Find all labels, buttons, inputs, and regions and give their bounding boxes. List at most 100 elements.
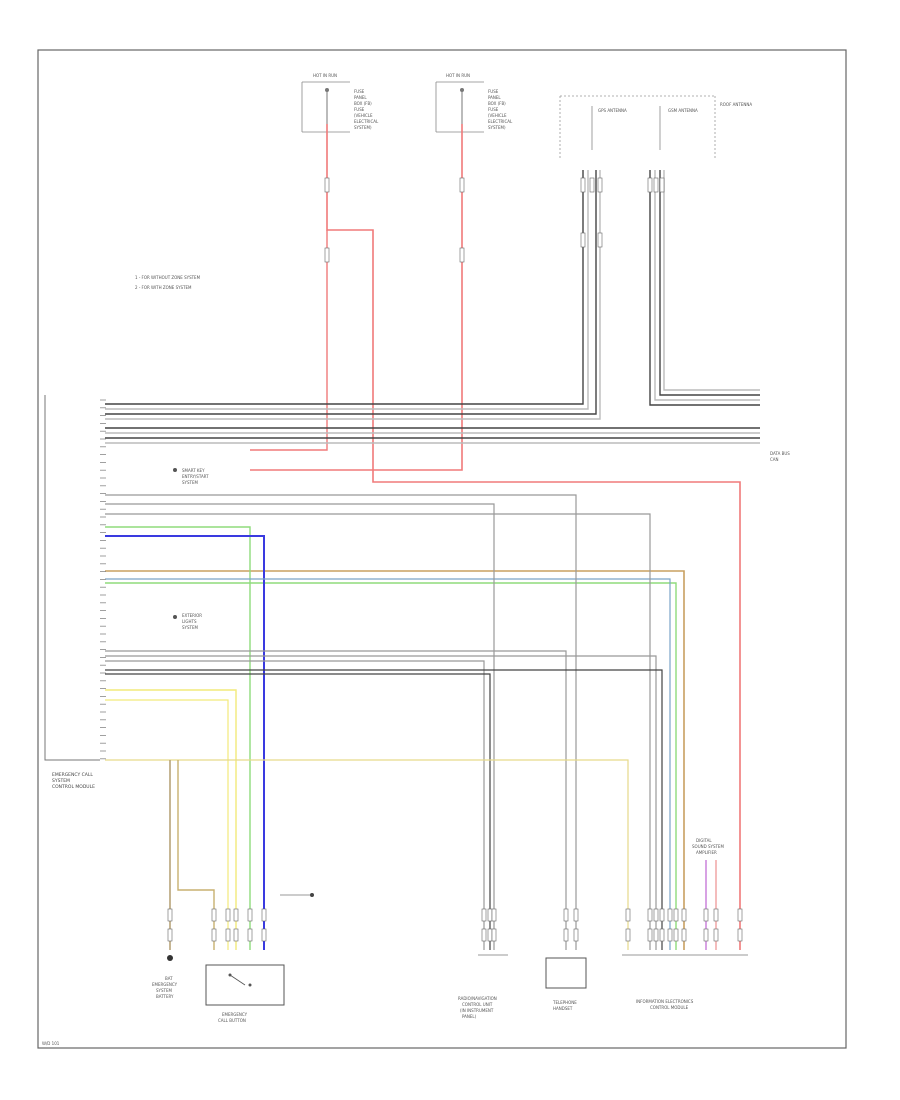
connector-pin [580,232,586,248]
connector-pin [653,928,659,942]
emergency-call-button: EMERGENCY CALL BUTTON [205,964,285,1023]
connector-pin [659,928,665,942]
connector-pin [481,908,487,922]
connector-pin [225,908,231,922]
connector-pin [703,908,709,922]
svg-text:LIGHTS: LIGHTS [182,619,197,624]
svg-text:FUSE: FUSE [488,107,499,112]
connector-pin [233,908,239,922]
svg-text:BOX (FB): BOX (FB) [354,101,372,106]
wire-yellow-1 [105,689,237,950]
svg-text:CONTROL MODULE: CONTROL MODULE [650,1005,689,1010]
connector-pin [659,177,665,193]
connector-pin [673,928,679,942]
svg-text:HOT IN RUN: HOT IN RUN [446,73,470,78]
wire-red-2 [250,124,463,471]
connector-pin [653,908,659,922]
connector-pin [580,177,586,193]
legend-note-1: 1 - FOR WITHOUT ZONE SYSTEM [135,275,201,280]
svg-text:PANEL: PANEL [488,95,501,100]
svg-text:BOX (FB): BOX (FB) [488,101,506,106]
svg-text:SYSTEM): SYSTEM) [488,125,506,130]
connector-pin [491,908,497,922]
exterior-lights-note [280,893,314,897]
svg-text:FUSE: FUSE [488,89,499,94]
svg-text:(VEHICLE: (VEHICLE [354,113,373,118]
connector-pin [597,232,603,248]
connector-pin [167,928,173,942]
connector-pin [211,908,217,922]
svg-text:ELECTRICAL: ELECTRICAL [488,119,513,124]
connector-pin [563,928,569,942]
component-exterior-lights: EXTERIOR LIGHTS SYSTEM [173,613,202,630]
gray-wires [105,494,663,950]
connector-pin [737,928,743,942]
svg-text:SYSTEM: SYSTEM [182,625,198,630]
audio-amp: DIGITAL SOUND SYSTEM AMPLIFIER [692,838,724,855]
svg-text:ELECTRICAL: ELECTRICAL [354,119,379,124]
connector-pin [261,928,267,942]
component-ext-entry: SMART KEY ENTRY/START SYSTEM [173,468,209,485]
svg-text:DATA BUS: DATA BUS [770,451,790,456]
svg-text:CAN: CAN [770,457,779,462]
antenna-module: GPS ANTENNA GSM ANTENNA ROOF ANTENNA [559,95,752,160]
power-source-right: HOT IN RUN FUSE PANEL BOX (FB) FUSE (VEH… [435,73,513,133]
connector-pin [667,908,673,922]
wire-red-1 [326,124,741,950]
page-footer: W/D 101 [42,1041,60,1046]
svg-text:ENTRY/START: ENTRY/START [182,474,209,479]
svg-text:PANEL): PANEL) [462,1014,477,1019]
svg-text:FUSE: FUSE [354,89,365,94]
svg-text:BATTERY: BATTERY [156,994,174,999]
connector-pin [573,908,579,922]
svg-text:DIGITAL: DIGITAL [696,838,712,843]
power-source-left: HOT IN RUN FUSE PANEL BOX (FB) FUSE (VEH… [301,73,379,133]
can-data-label: DATA BUS CAN [770,451,790,462]
svg-text:HOT IN RUN: HOT IN RUN [313,73,337,78]
wire-green-short [105,526,251,950]
connector-pin [681,928,687,942]
connector-pin [261,908,267,922]
wire-orange [105,570,685,950]
connector-pin [459,177,465,193]
connector-pin [667,928,673,942]
connector-pin [324,247,330,263]
svg-text:BAT: BAT [165,976,173,981]
connector-pin [589,177,595,193]
connector-pin [625,908,631,922]
svg-text:TELEPHONE: TELEPHONE [552,1000,577,1005]
connector-pin [247,928,253,942]
control-unit: EMERGENCY CALL SYSTEM CONTROL MODULE [44,395,100,790]
info-display: INFORMATION ELECTRONICS CONTROL MODULE [622,954,748,1010]
svg-text:AMPLIFIER: AMPLIFIER [696,850,717,855]
connector-pin [167,908,173,922]
connector-pin [573,928,579,942]
wire-brown-2 [177,760,215,950]
connector-pin [233,928,239,942]
connector-pin [481,928,487,942]
svg-text:SYSTEM): SYSTEM) [354,125,372,130]
connector-pin [713,908,719,922]
connector-pin [673,908,679,922]
connector-pin [563,908,569,922]
connector-pin [737,908,743,922]
connector-pin [703,928,709,942]
svg-text:ROOF ANTENNA: ROOF ANTENNA [720,102,752,107]
connector-pin [647,177,653,193]
battery-module: BAT EMERGENCY SYSTEM BATTERY [152,955,178,999]
connector-pin [487,908,493,922]
legend-note-2: 2 - FOR WITH ZONE SYSTEM [135,285,192,290]
svg-text:EMERGENCY: EMERGENCY [152,982,178,987]
connector-pin [597,177,603,193]
svg-text:RADIO/NAVIGATION: RADIO/NAVIGATION [458,996,497,1001]
wire-bluegray [105,578,671,950]
svg-text:CONTROL UNIT: CONTROL UNIT [462,1002,493,1007]
connector-pin [491,928,497,942]
connector-pin [647,908,653,922]
connector-pin [247,908,253,922]
wire-yellow-2 [105,699,229,950]
connector-pin [625,928,631,942]
bus-bundle [105,170,760,444]
connector-pin [659,908,665,922]
